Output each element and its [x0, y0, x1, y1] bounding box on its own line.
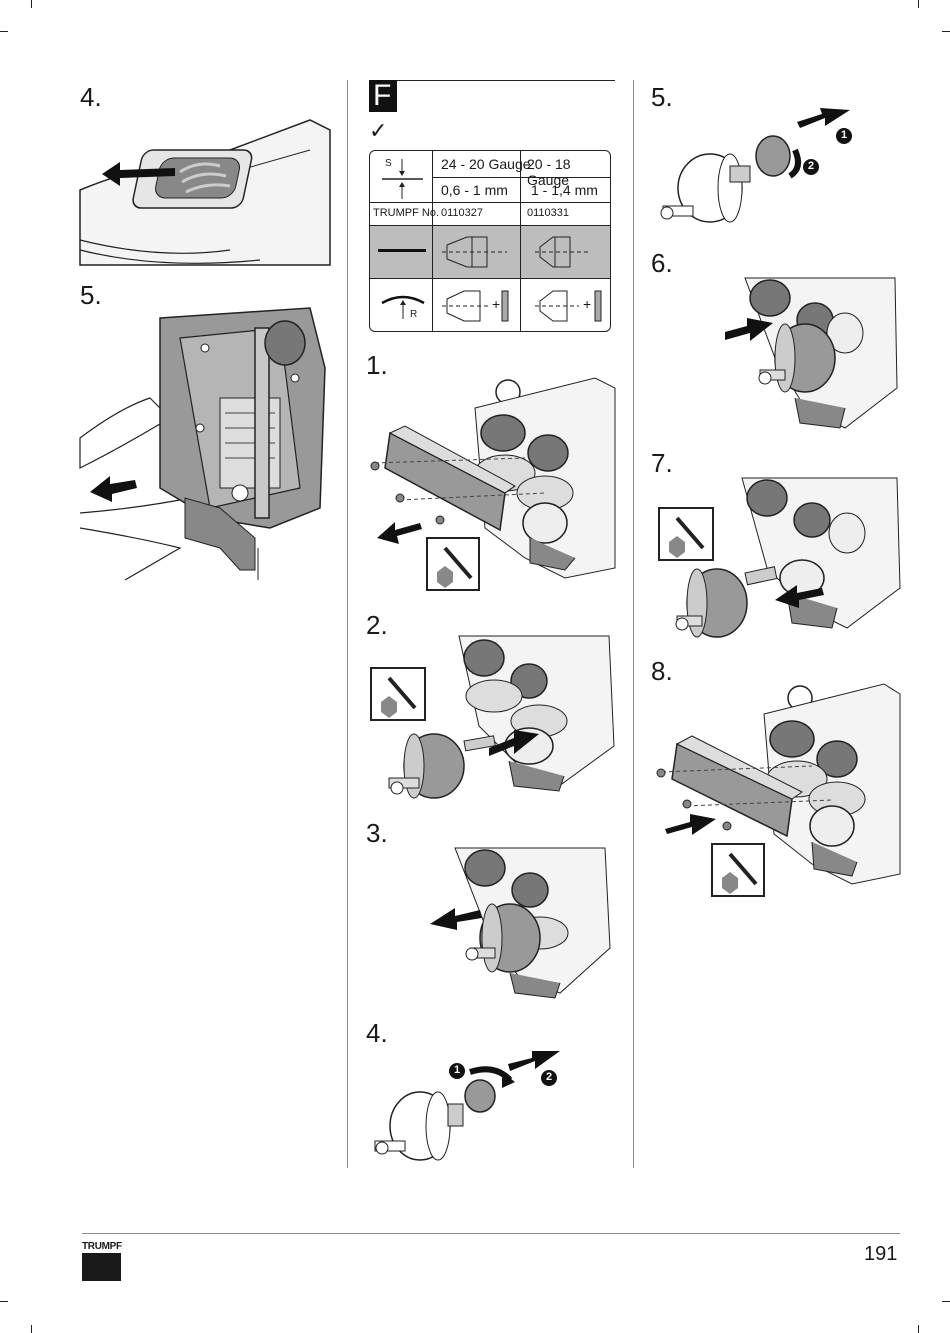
column-divider: [347, 80, 348, 1168]
thickness-label: S: [385, 158, 392, 169]
part-no-col1: 0110327: [441, 207, 484, 219]
plus-sign: +: [492, 296, 501, 312]
radius-label: R: [410, 309, 418, 320]
roller-profile-icon: [535, 236, 590, 268]
roller-profile-icon: [442, 290, 509, 322]
table-line: [520, 151, 521, 331]
section-header-rule: [397, 80, 615, 81]
step-number: 4.: [80, 82, 102, 112]
callout-badge: [836, 128, 852, 144]
section-letter-box: [369, 80, 397, 112]
step-number: 6.: [651, 248, 673, 278]
brand-logo-text: TRUMPF: [82, 1241, 122, 1252]
plus-sign: +: [583, 296, 592, 312]
roller-profile-icon: [442, 236, 507, 268]
mm-col2: 1 - 1,4 mm: [531, 182, 598, 198]
crop-mark: [918, 1325, 919, 1333]
crop-mark: [918, 0, 919, 8]
column-divider: [633, 80, 634, 1168]
crop-mark: [31, 1325, 32, 1333]
crop-mark: [942, 1301, 950, 1302]
thickness-icon: [382, 159, 423, 199]
table-line: [432, 177, 610, 178]
callout-number: 1: [454, 1064, 461, 1076]
part-no-col2: 0110331: [527, 207, 570, 219]
handle-cover-illustration: [79, 119, 331, 266]
roller-profile-icon: [535, 290, 602, 322]
table-line: [370, 278, 610, 279]
check-mark: ✓: [369, 118, 388, 143]
spacer-mount-illustration: [725, 277, 898, 429]
table-line: [370, 202, 610, 203]
curved-wire-icon: [381, 295, 425, 319]
gauge-col2: 20 - 18 Gauge: [527, 156, 571, 188]
callout-number: 1: [841, 129, 848, 141]
step-number: 8.: [651, 656, 673, 686]
crop-mark: [942, 31, 950, 32]
footer-rule: [82, 1233, 900, 1234]
spacer-remove-illustration: [430, 847, 611, 999]
mm-col1: 0,6 - 1 mm: [441, 182, 508, 198]
roller-unscrew-illustration: [374, 1051, 560, 1161]
step-number: 3.: [366, 818, 388, 848]
step-number: 5.: [80, 280, 102, 310]
callout-badge: [541, 1070, 557, 1086]
straight-wire-icon: [378, 249, 426, 252]
spacer-insert-illustration: [370, 635, 615, 799]
part-no-label: TRUMPF No.: [373, 207, 439, 219]
section-letter: F: [373, 79, 392, 112]
crop-mark: [0, 1301, 8, 1302]
gauge-col1: 24 - 20 Gauge: [441, 156, 531, 172]
tool-head-illustration: [79, 307, 326, 581]
brand-logo-block: [82, 1253, 121, 1281]
step-number: 7.: [651, 448, 673, 478]
step-number: 4.: [366, 1018, 388, 1048]
table-line: [370, 225, 610, 226]
feed-roller-table: S 24 - 20 Gauge 20 - 18 Gauge 0,6 - 1 mm…: [369, 150, 611, 332]
cover-mount-illustration: [656, 683, 901, 897]
table-line: [432, 151, 433, 331]
step-number: 2.: [366, 610, 388, 640]
roller-remove-illustration: [658, 477, 901, 638]
step-number: 5.: [651, 82, 673, 112]
callout-number: 2: [808, 160, 815, 172]
step-number: 1.: [366, 350, 388, 380]
crop-mark: [31, 0, 32, 8]
page-number: 191: [864, 1243, 898, 1265]
callout-badge: [803, 159, 819, 175]
roller-screw-illustration: [660, 108, 850, 223]
callout-number: 2: [546, 1071, 553, 1083]
crop-mark: [0, 31, 8, 32]
cover-removal-illustration: [370, 377, 616, 591]
callout-badge: [449, 1063, 465, 1079]
